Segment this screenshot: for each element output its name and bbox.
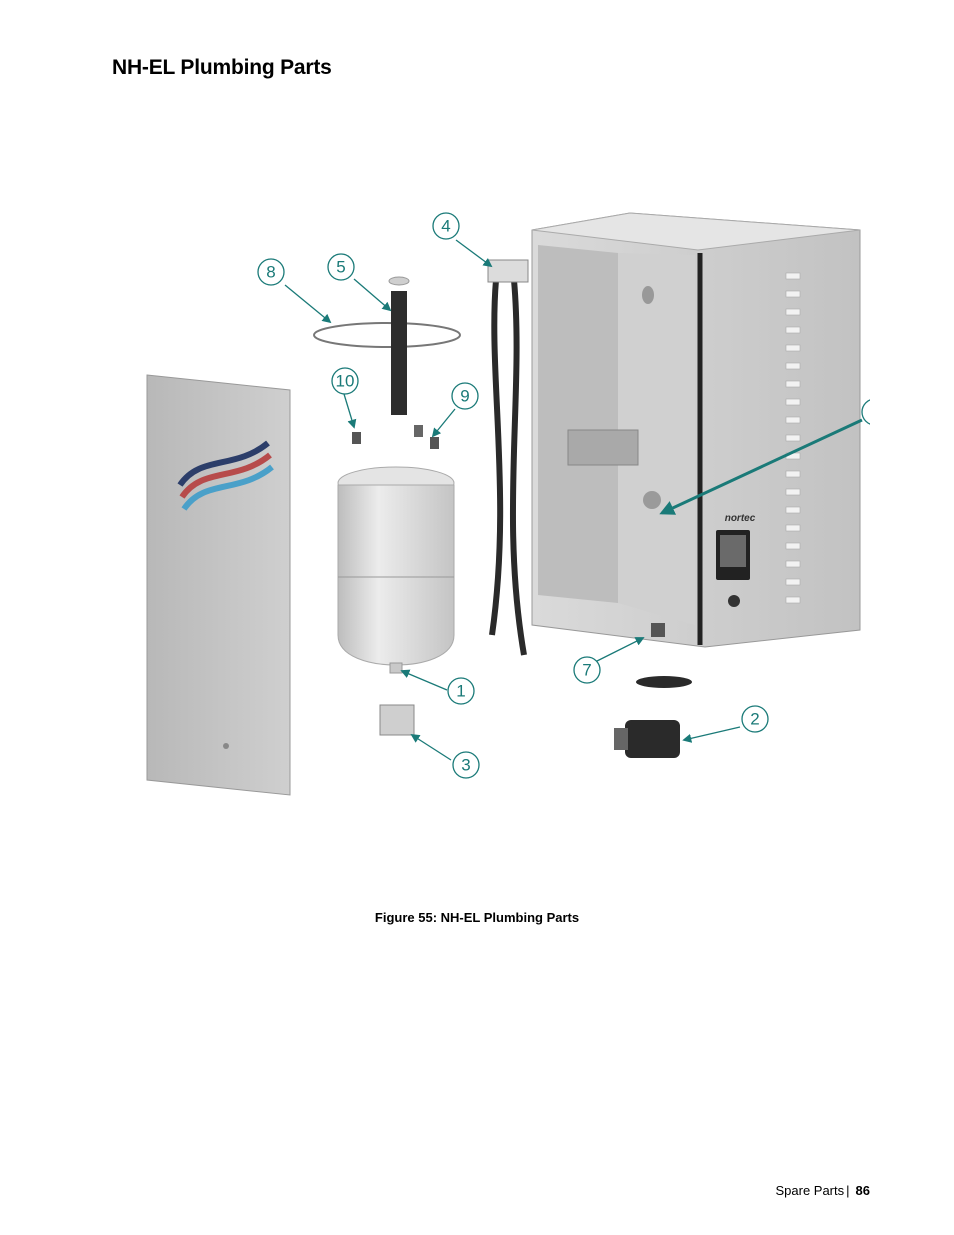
callout-1 [447,677,475,705]
drain-tempering-device [625,720,680,758]
callout-7 [573,656,601,684]
page-title: NH-EL Plumbing Parts [112,56,332,79]
callout-label-2: 2 [750,710,759,729]
steam-cylinder [337,466,455,674]
drain-fitting [651,623,665,637]
callout-8 [257,258,285,286]
callout-4 [432,212,460,240]
callout-2 [741,705,769,733]
exploded-parts-figure: nortec [140,195,870,800]
brand-logo-text: nortec [725,513,756,524]
gasket [636,676,692,688]
callout-label-10: 10 [336,372,355,391]
front-panel [146,374,291,796]
callout-label-7: 7 [582,661,591,680]
fitting-10 [352,432,361,444]
callout-label-5: 5 [336,258,345,277]
figure-caption: Figure 55: NH-EL Plumbing Parts [374,910,580,925]
drain-valve [379,704,415,736]
callout-9 [451,382,479,410]
callout-6 [861,399,870,425]
steam-hose-piece [391,291,407,415]
callout-label-8: 8 [266,263,275,282]
footer-separator: | [846,1183,850,1198]
cabinet: nortec [531,212,861,648]
page-number: 86 [855,1183,870,1198]
callout-label-9: 9 [460,387,469,406]
callout-3 [452,751,480,779]
o-ring [313,322,461,348]
callout-label-3: 3 [461,756,470,775]
hoses [487,259,529,656]
callout-10 [331,367,359,395]
callout-label-4: 4 [441,217,450,236]
footer-section-name: Spare Parts [775,1183,845,1198]
page-footer: Spare Parts| 86 [775,1183,870,1198]
callout-5 [327,253,355,281]
fitting-9b [430,437,439,449]
fitting-9a [414,425,423,437]
callout-label-1: 1 [456,682,465,701]
